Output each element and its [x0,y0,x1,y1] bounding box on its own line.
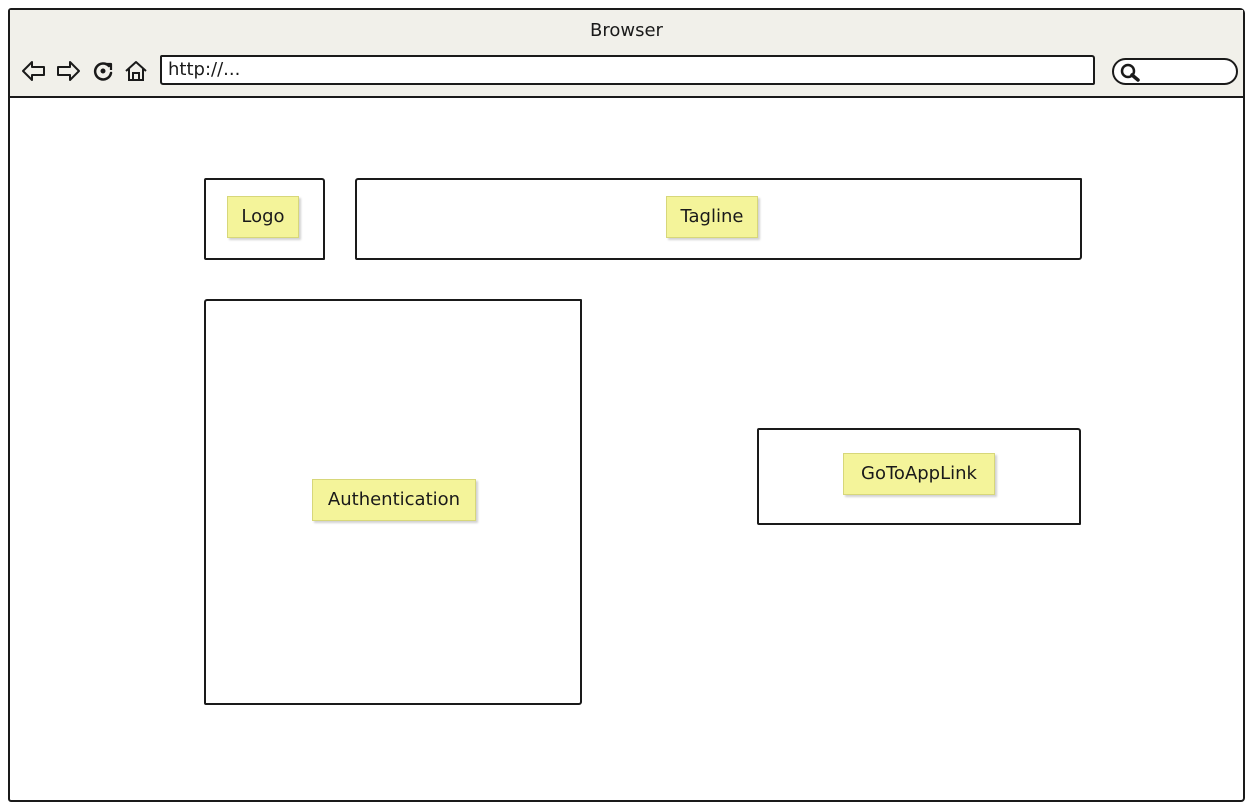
window-title: Browser [590,20,663,41]
goto-app-link-placeholder: GoToAppLink [757,428,1081,525]
reload-icon[interactable] [90,58,118,84]
tagline-label: Tagline [666,196,758,238]
browser-toolbar: Browser http://... [10,10,1243,98]
forward-arrow-icon[interactable] [54,58,82,84]
browser-window: Browser http://... [8,8,1245,802]
goto-app-link-label: GoToAppLink [843,453,995,495]
home-icon[interactable] [122,58,150,84]
logo-placeholder: Logo [204,178,325,260]
authentication-placeholder: Authentication [204,299,582,705]
tagline-placeholder: Tagline [355,178,1082,260]
search-icon [1120,63,1140,82]
url-input[interactable]: http://... [160,55,1095,85]
search-input[interactable] [1112,58,1238,85]
back-arrow-icon[interactable] [20,58,48,84]
logo-label: Logo [227,196,299,238]
authentication-label: Authentication [312,479,476,521]
